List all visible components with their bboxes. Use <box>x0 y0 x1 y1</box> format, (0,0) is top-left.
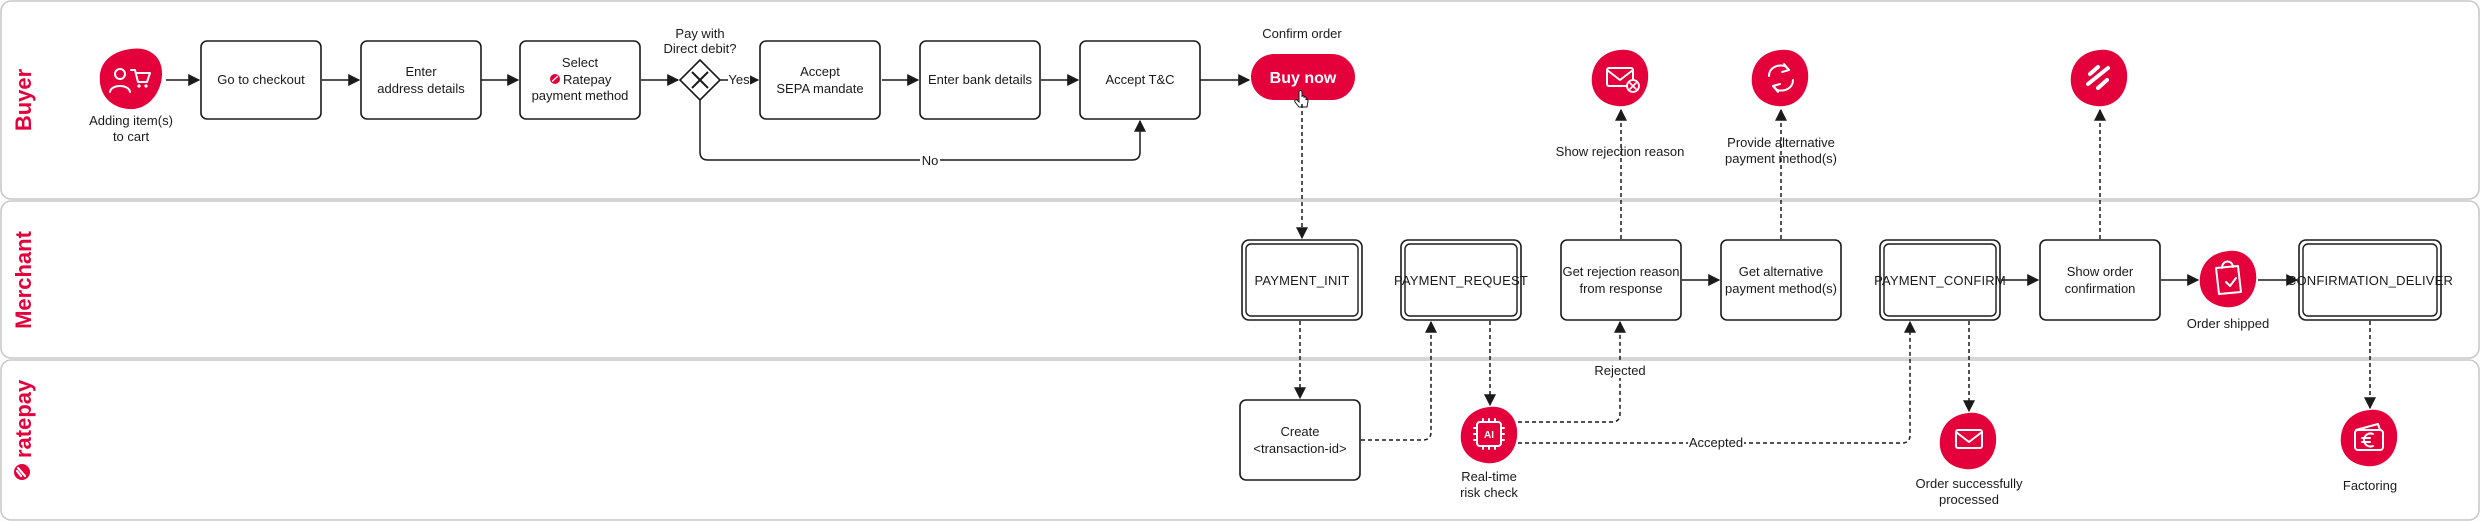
rejected-label: Rejected <box>1594 363 1645 378</box>
factoring-label: Factoring <box>2343 478 2397 493</box>
order-shipped-step: Order shipped <box>2187 250 2269 331</box>
buy-now-button[interactable] <box>1251 54 1355 100</box>
accept-sepa-step: Accept SEPA mandate <box>759 40 881 120</box>
accept-sepa-label-2: SEPA mandate <box>776 81 863 96</box>
payment-confirm-label: PAYMENT_CONFIRM <box>1874 273 2006 288</box>
adding-items-step: Adding item(s) to cart <box>89 48 173 144</box>
get-alternative-step: Get alternative payment method(s) <box>1720 239 1842 321</box>
decision-label-1: Pay with <box>675 26 724 41</box>
risk-check-label-2: risk check <box>1460 485 1518 500</box>
ratepay-mark-icon <box>550 74 560 84</box>
get-rejection-label-1: Get rejection reason <box>1562 264 1679 279</box>
create-transaction-step: Create <transaction-id> <box>1239 399 1361 481</box>
shipping-bag-icon <box>2215 260 2242 295</box>
show-confirmation-step: Show order confirmation <box>2039 239 2161 321</box>
enter-bank-step: Enter bank details <box>919 40 1041 120</box>
get-alternative-label-2: payment method(s) <box>1725 281 1837 296</box>
select-method-label-1: Select <box>562 55 599 70</box>
provide-alternative-label-1: Provide alternative <box>1727 135 1835 150</box>
select-payment-method-step: Select Ratepay payment method <box>519 40 641 120</box>
provide-alternative-step: Provide alternative payment method(s) <box>1725 49 1837 166</box>
confirmation-deliver-label: CONFIRMATION_DELIVER <box>2287 273 2453 288</box>
enter-address-label-2: address details <box>377 81 465 96</box>
wallet-euro-icon <box>2354 423 2384 451</box>
buy-now-label: Buy now <box>1270 70 1337 87</box>
lane-label-ratepay: ratepay <box>11 379 36 458</box>
lane-label-merchant: Merchant <box>11 230 36 328</box>
confirm-order-label: Confirm order <box>1262 26 1342 41</box>
ratepay-logo-step <box>2070 49 2128 107</box>
payment-request-label: PAYMENT_REQUEST <box>1394 273 1528 288</box>
order-shipped-label: Order shipped <box>2187 316 2269 331</box>
enter-address-step: Enter address details <box>360 40 482 120</box>
payment-request-step: PAYMENT_REQUEST <box>1394 239 1528 321</box>
risk-icon-text: AI <box>1484 430 1494 441</box>
accept-tc-step: Accept T&C <box>1079 40 1201 120</box>
go-to-checkout-step: Go to checkout <box>200 40 322 120</box>
get-rejection-step: Get rejection reason from response <box>1560 239 1682 321</box>
show-rejection-step: Show rejection reason <box>1556 49 1685 159</box>
direct-debit-decision: Pay with Direct debit? <box>664 26 737 102</box>
mail-rejection-icon <box>1606 67 1640 93</box>
payment-init-step: PAYMENT_INIT <box>1241 239 1363 321</box>
payment-confirm-step: PAYMENT_CONFIRM <box>1874 239 2006 321</box>
adding-items-label-2: to cart <box>113 129 150 144</box>
show-confirmation-label-1: Show order <box>2067 264 2134 279</box>
factoring-step: Factoring <box>2340 409 2398 493</box>
go-to-checkout-label: Go to checkout <box>217 72 305 87</box>
decision-no-label: No <box>922 153 939 168</box>
ratepay-logo-icon <box>2086 65 2110 90</box>
select-method-label-2: Ratepay <box>563 72 612 87</box>
adding-items-label-1: Adding item(s) <box>89 113 173 128</box>
show-confirmation-label-2: confirmation <box>2065 281 2136 296</box>
confirmation-deliver-step: CONFIRMATION_DELIVER <box>2287 239 2453 321</box>
lane-merchant: Merchant <box>0 200 2480 359</box>
buy-now-step: Confirm order Buy now <box>1251 26 1355 108</box>
accept-sepa-label-1: Accept <box>800 64 840 79</box>
order-processed-label-2: processed <box>1939 492 1999 507</box>
accept-tc-label: Accept T&C <box>1105 72 1174 87</box>
order-processed-step: Order successfully processed <box>1916 412 2023 507</box>
ratepay-mark-icon <box>14 464 30 480</box>
hand-cursor-icon <box>1294 90 1309 108</box>
create-transaction-label-1: Create <box>1280 424 1319 439</box>
payment-init-label: PAYMENT_INIT <box>1254 273 1349 288</box>
order-processed-label-1: Order successfully <box>1916 476 2023 491</box>
decision-yes-label: Yes <box>728 72 750 87</box>
mail-check-icon <box>1955 429 1983 449</box>
create-transaction-label-2: <transaction-id> <box>1253 441 1346 456</box>
risk-check-step: AI Real-time risk check <box>1460 406 1518 500</box>
ai-chip-icon: AI <box>1473 418 1505 450</box>
swap-arrows-icon <box>1768 63 1794 93</box>
enter-bank-label: Enter bank details <box>928 72 1033 87</box>
accepted-label: Accepted <box>1689 435 1743 450</box>
decision-label-2: Direct debit? <box>664 41 737 56</box>
get-rejection-label-2: from response <box>1579 281 1662 296</box>
cart-user-icon <box>109 68 151 93</box>
enter-address-label-1: Enter <box>405 64 437 79</box>
select-method-label-3: payment method <box>532 88 629 103</box>
lane-label-buyer: Buyer <box>11 68 36 131</box>
get-alternative-label-1: Get alternative <box>1739 264 1824 279</box>
show-rejection-label: Show rejection reason <box>1556 144 1685 159</box>
risk-check-label-1: Real-time <box>1461 469 1517 484</box>
